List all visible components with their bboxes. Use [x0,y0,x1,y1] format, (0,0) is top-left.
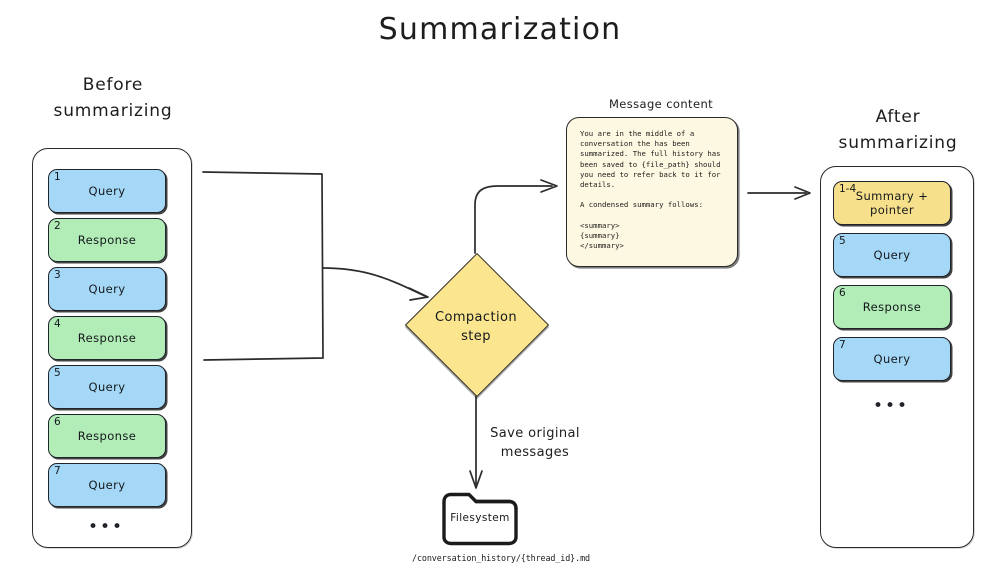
message-card-label: Response [862,300,922,314]
page-title: Summarization [378,12,622,47]
message-card-number: 6 [839,287,846,299]
compaction-step-node[interactable]: Compaction step [404,252,550,398]
message-card-number: 5 [54,367,61,379]
filesystem-path: /conversation_history/{thread_id}.md [412,553,590,563]
after-column-heading: After summarizing [818,104,978,156]
message-card-label: Summary + pointer [855,189,929,217]
folder-icon [442,492,518,546]
message-card-label: Response [77,233,137,247]
message-card-label: Query [873,248,911,262]
arrowhead-bracket-to-compaction [408,287,429,301]
arrowhead-message-content-to-after [794,186,811,200]
message-card-number: 4 [54,318,61,330]
message-card-number: 6 [54,416,61,428]
message-card-number: 1-4 [839,183,857,195]
message-card-number: 7 [839,339,846,351]
after-heading-line2: summarizing [838,133,958,153]
message-card-label: Response [77,331,137,345]
message-content-heading: Message content [608,97,714,111]
arrow-compaction-to-message-content [474,185,553,254]
arrowhead-compaction-to-message-content [540,179,558,193]
message-list-ellipsis: ••• [87,517,125,537]
message-card-label: Response [77,429,137,443]
after-heading-line1: After [875,107,921,127]
save-label-line1: Save original [490,426,580,441]
message-card-label: Query [88,478,126,492]
message-card-label: Query [88,184,126,198]
message-card-number: 5 [839,235,846,247]
message-card-number: 7 [54,465,61,477]
message-card-label: Query [873,352,911,366]
filesystem-node[interactable]: Filesystem [438,490,522,548]
message-list-ellipsis: ••• [872,396,910,416]
before-heading-line1: Before [82,75,144,95]
message-content-panel: You are in the middle of a conversation … [566,117,738,267]
message-card-label: Query [88,380,126,394]
compaction-step-line1: Compaction [435,310,517,325]
message-card-number: 1 [54,171,61,183]
message-content-text: You are in the middle of a conversation … [580,129,721,251]
bracket-messages-1-4 [202,171,324,361]
filesystem-label: Filesystem [450,512,510,524]
save-original-messages-label: Save original messages [470,424,600,462]
save-label-line2: messages [500,445,570,460]
arrowhead-compaction-to-filesystem [469,470,483,489]
before-column-heading: Before summarizing [28,72,198,124]
before-heading-line2: summarizing [53,101,173,121]
message-card-number: 2 [54,220,61,232]
compaction-step-label: Compaction step [408,308,544,346]
compaction-step-line2: step [461,329,491,344]
message-card-label: Query [88,282,126,296]
message-card-number: 3 [54,269,61,281]
